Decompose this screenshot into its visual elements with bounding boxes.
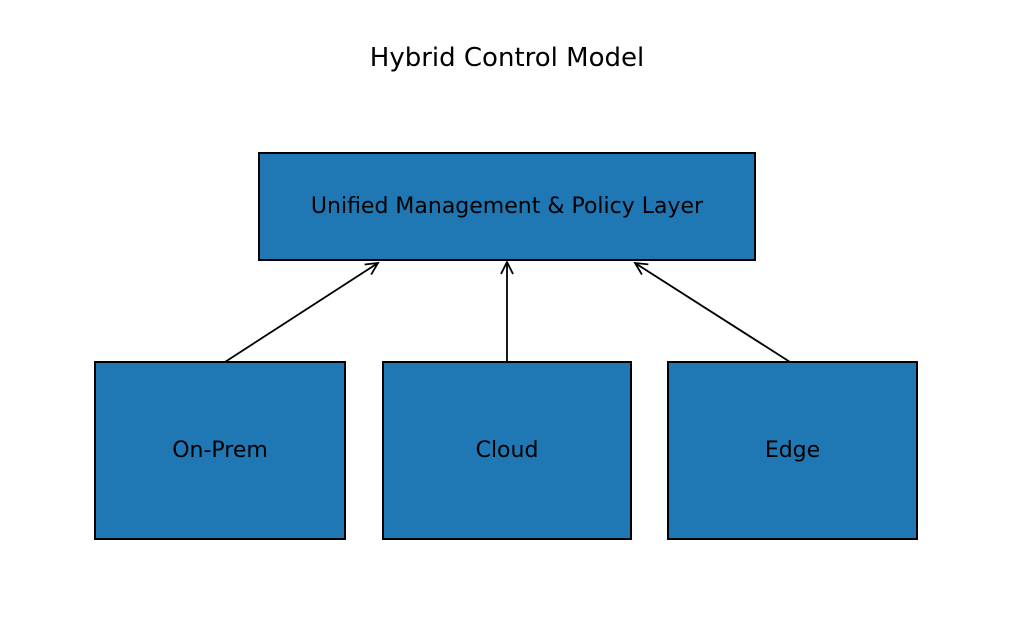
node-unified-management-policy-layer: Unified Management & Policy Layer [258,152,756,261]
node-cloud: Cloud [382,361,632,540]
node-cloud-label: Cloud [475,438,539,463]
arrow-edge-to-unified [633,261,791,363]
diagram-title: Hybrid Control Model [369,43,645,73]
arrow-onprem-to-unified [224,261,380,363]
node-on-prem-label: On-Prem [172,438,268,463]
node-on-prem: On-Prem [94,361,346,540]
node-edge-label: Edge [764,438,821,463]
node-unified-label: Unified Management & Policy Layer [310,194,704,219]
node-edge: Edge [667,361,918,540]
